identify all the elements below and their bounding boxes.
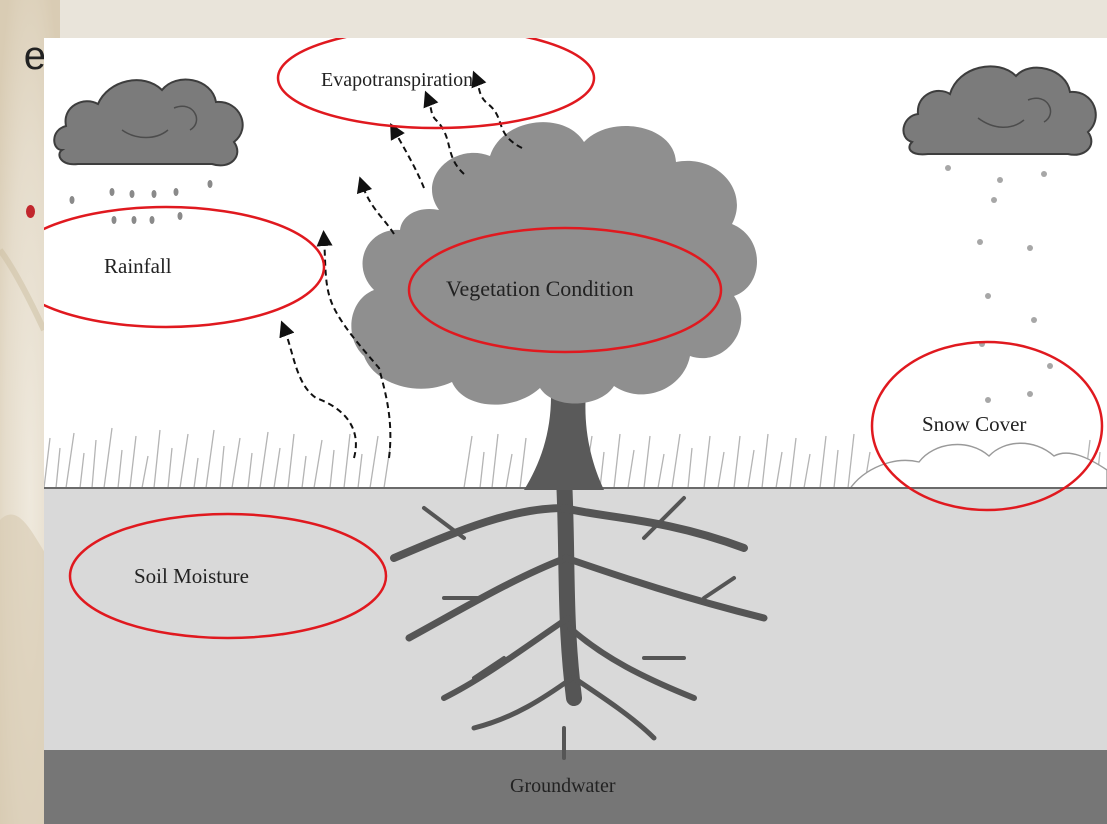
label-groundwater: Groundwater bbox=[510, 776, 616, 796]
label-vegetation-condition: Vegetation Condition bbox=[446, 278, 634, 300]
label-rainfall: Rainfall bbox=[104, 256, 172, 277]
label-snow-cover: Snow Cover bbox=[922, 414, 1026, 435]
hydrology-diagram: Evapotranspiration Rainfall Vegetation C… bbox=[44, 38, 1107, 824]
slide-title-fragment: e bbox=[0, 34, 46, 79]
label-soil-moisture: Soil Moisture bbox=[134, 566, 249, 587]
bullet-dot bbox=[26, 205, 35, 218]
label-evapotranspiration: Evapotranspiration bbox=[321, 70, 473, 90]
